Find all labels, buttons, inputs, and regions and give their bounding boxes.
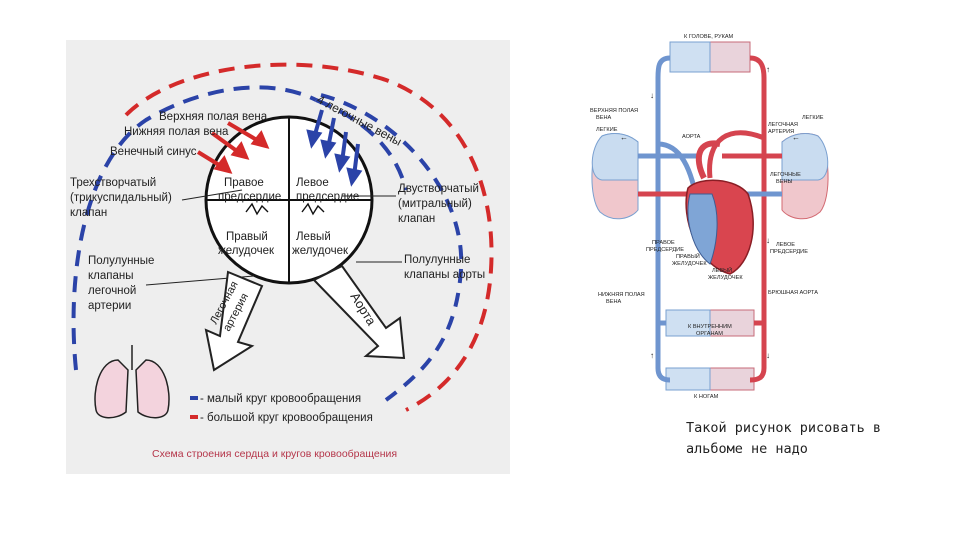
svg-text:↑: ↑	[766, 65, 770, 74]
label-la-1: ЛЕВОЕ	[776, 242, 795, 248]
label-pulm-valves-1: Полулунные	[88, 255, 154, 267]
label-right-atrium-1: Правое	[224, 177, 264, 189]
vena-cava-arrows	[196, 121, 270, 174]
label-superior-vena-cava: Верхняя полая вена	[159, 111, 268, 123]
label-ra-1: ПРАВОЕ	[652, 240, 675, 246]
label-right-ventricle-2: желудочек	[218, 245, 275, 257]
label-pulm-valves-4: артерии	[88, 300, 131, 312]
svg-text:↑: ↑	[650, 351, 654, 360]
legend-big-circle: - большой круг кровообращения	[200, 412, 373, 424]
label-aortic-valves-2: клапаны аорты	[404, 269, 485, 281]
label-pa-2: АРТЕРИЯ	[768, 129, 794, 135]
label-rv-2: ЖЕЛУДОЧЕК	[672, 261, 707, 267]
svg-text:↓: ↓	[766, 351, 770, 360]
pulmonary-artery-arrow	[204, 270, 264, 372]
label-bicuspid-3: клапан	[398, 213, 435, 225]
label-tricuspid-3: клапан	[70, 207, 107, 219]
label-left-ventricle-2: желудочек	[292, 245, 349, 257]
big-circulation-loop	[124, 62, 494, 412]
label-ra-2: ПРЕДСЕРДИЕ	[646, 247, 684, 253]
lung-capillaries-left	[591, 133, 639, 220]
label-bicuspid-1: Двустворчатый	[398, 183, 479, 195]
label-pv-1: ЛЕГОЧНЫЕ	[770, 172, 801, 178]
circulation-diagram: ↑ ↓ ↑ ↓ ↓ ← ← К ГОЛОВЕ, РУКАМ ВЕРХНЯЯ ПО…	[590, 34, 829, 400]
lungs-icon	[94, 345, 170, 419]
label-aorta-r: АОРТА	[682, 134, 701, 140]
label-lv-2: ЖЕЛУДОЧЕК	[708, 275, 743, 281]
systemic-artery-loop	[749, 55, 767, 383]
label-la-2: ПРЕДСЕРДИЕ	[770, 249, 808, 255]
label-ivc-1: НИЖНЯЯ ПОЛАЯ	[598, 292, 645, 298]
scheme-caption: Схема строения сердца и кругов кровообра…	[152, 448, 397, 460]
label-aortic-valves-1: Полулунные	[404, 254, 470, 266]
aorta-arrow	[312, 264, 406, 360]
label-tricuspid-1: Трехстворчатый	[70, 177, 156, 189]
label-right-atrium-2: предсердие	[218, 191, 281, 203]
big-circulation-loop-inner	[320, 93, 464, 402]
pulmonary-vein-arrows	[306, 109, 363, 187]
label-to-head-arms: К ГОЛОВЕ, РУКАМ	[684, 34, 734, 40]
label-rv-1: ПРАВЫЙ	[676, 252, 700, 260]
label-tricuspid-2: (трикуспидальный)	[70, 192, 172, 204]
small-circulation-loop-right	[315, 98, 408, 191]
heart-scheme-panel: Верхняя полая вена Нижняя полая вена Вен…	[66, 40, 510, 474]
label-abdominal-aorta: БРЮШНАЯ АОРТА	[768, 290, 818, 296]
svg-text:↓: ↓	[650, 91, 654, 100]
small-circulation-loop	[71, 85, 317, 371]
note-text: Такой рисунок рисовать в альбоме не надо	[686, 420, 882, 457]
heart-scheme-diagram: Верхняя полая вена Нижняя полая вена Вен…	[70, 62, 494, 460]
label-left-atrium-1: Левое	[296, 177, 329, 189]
label-pv-2: ВЕНЫ	[776, 179, 793, 185]
label-lungs-left: ЛЕГКИЕ	[596, 127, 618, 133]
label-svc-1: ВЕРХНЯЯ ПОЛАЯ	[590, 108, 638, 114]
lung-capillaries-right	[781, 133, 829, 220]
label-left-atrium-2: предсердие	[296, 191, 359, 203]
label-lv-1: ЛЕВЫЙ	[712, 266, 732, 274]
label-pulm-valves-3: легочной	[88, 285, 136, 297]
heart-illustration	[685, 140, 754, 275]
label-pulm-valves-2: клапаны	[88, 270, 134, 282]
label-svc-2: ВЕНА	[596, 115, 612, 121]
legend-small-circle: - малый круг кровообращения	[200, 393, 361, 405]
label-organs-2: ОРГАНАМ	[696, 331, 723, 337]
label-left-ventricle-1: Левый	[296, 231, 331, 243]
label-organs-1: К ВНУТРЕННИМ	[688, 324, 732, 330]
svg-text:←: ←	[792, 133, 800, 142]
svg-text:↓: ↓	[766, 236, 770, 245]
label-bicuspid-2: (митральный)	[398, 198, 472, 210]
label-pa-1: ЛЕГОЧНАЯ	[768, 122, 798, 128]
label-coronary-sinus: Венечный синус	[110, 146, 197, 158]
label-right-ventricle-1: Правый	[226, 231, 268, 243]
label-ivc-2: ВЕНА	[606, 299, 622, 305]
label-to-legs: К НОГАМ	[694, 394, 719, 400]
label-inferior-vena-cava: Нижняя полая вена	[124, 126, 229, 138]
systemic-vein-loop	[655, 55, 671, 383]
svg-text:←: ←	[620, 133, 628, 142]
label-lungs-right: ЛЕГКИЕ	[802, 115, 824, 121]
